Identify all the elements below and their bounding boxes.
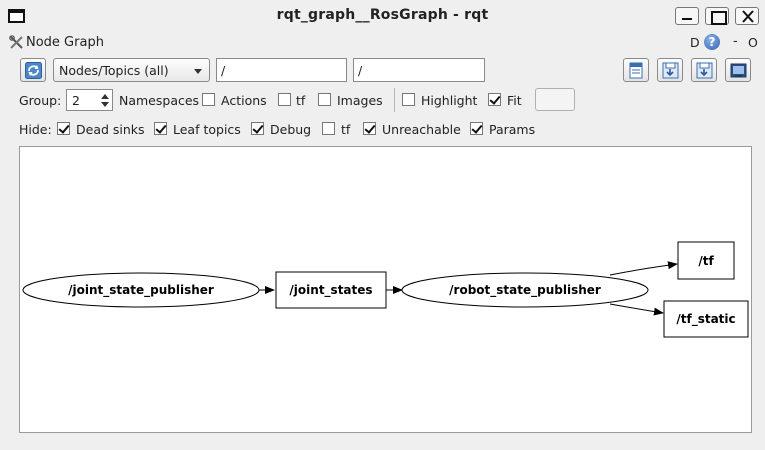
refresh-button[interactable] <box>20 58 46 82</box>
edge-rsp-to-tf-static <box>609 303 664 316</box>
group-label: Group: <box>19 93 62 108</box>
fit-label: Fit <box>507 93 522 108</box>
svg-text:/robot_state_publisher: /robot_state_publisher <box>449 283 601 298</box>
close-icon <box>742 10 754 23</box>
group-value: 2 <box>72 93 80 108</box>
spin-down-icon[interactable] <box>101 102 109 107</box>
images-label: Images <box>337 93 383 108</box>
maximize-button[interactable] <box>705 7 729 25</box>
actions-checkbox[interactable] <box>202 93 215 106</box>
refresh-icon <box>25 62 42 79</box>
window-titlebar[interactable]: rqt_graph__RosGraph - rqt <box>0 0 765 32</box>
params-label: Params <box>489 122 536 137</box>
dead-sinks-checkbox[interactable] <box>57 122 70 135</box>
images-checkbox[interactable] <box>318 93 331 106</box>
leaf-topics-label: Leaf topics <box>173 122 241 137</box>
save-svg-button[interactable] <box>691 58 717 82</box>
display-mode-select[interactable]: Nodes/Topics (all) <box>53 58 210 82</box>
filter-exclude-input[interactable] <box>353 58 485 82</box>
fit-checkbox[interactable] <box>488 93 501 106</box>
namespaces-label: Namespaces <box>119 93 200 108</box>
highlight-label: Highlight <box>421 93 478 108</box>
display-mode-value: Nodes/Topics (all) <box>59 63 169 78</box>
svg-text:/joint_state_publisher: /joint_state_publisher <box>68 283 214 298</box>
save-dot-icon <box>662 62 679 79</box>
minimize-plugin-button[interactable]: - <box>733 34 738 49</box>
params-checkbox[interactable] <box>470 122 483 135</box>
fit-in-view-button[interactable] <box>535 88 575 111</box>
plugin-title: Node Graph <box>26 35 104 50</box>
options-button[interactable]: O <box>748 35 758 50</box>
graph-canvas[interactable]: /joint_state_publisher /joint_states /ro… <box>19 146 752 433</box>
group-tf-label: tf <box>296 93 306 108</box>
load-dot-button[interactable] <box>623 58 649 82</box>
save-dot-button[interactable] <box>657 58 683 82</box>
filter-include-input[interactable] <box>216 58 347 82</box>
svg-text:/tf: /tf <box>698 254 714 268</box>
open-file-icon <box>629 62 643 79</box>
hide-label: Hide: <box>19 122 52 137</box>
save-svg-icon <box>696 62 713 79</box>
group-tf-checkbox[interactable] <box>278 93 291 106</box>
help-button[interactable]: ? <box>704 34 720 50</box>
graph-svg: /joint_state_publisher /joint_states /ro… <box>22 241 749 338</box>
save-image-button[interactable] <box>725 58 751 82</box>
close-button[interactable] <box>735 7 759 25</box>
hide-tf-label: tf <box>341 122 351 137</box>
debug-label: Debug <box>270 122 312 137</box>
unreachable-label: Unreachable <box>382 122 461 137</box>
group-spinbox[interactable]: 2 <box>66 89 113 111</box>
minimize-button[interactable] <box>675 7 699 25</box>
edge-rsp-to-tf <box>609 261 678 276</box>
tools-icon <box>9 35 23 49</box>
leaf-topics-checkbox[interactable] <box>154 122 167 135</box>
image-icon <box>730 63 747 78</box>
window-icon <box>8 9 25 23</box>
svg-text:/joint_states: /joint_states <box>289 283 372 298</box>
graph-node-robot-state-publisher[interactable]: /robot_state_publisher <box>401 272 649 308</box>
graph-topic-tf-static[interactable]: /tf_static <box>663 300 749 338</box>
hide-tf-checkbox[interactable] <box>322 122 335 135</box>
dock-button[interactable]: D <box>690 35 700 50</box>
debug-checkbox[interactable] <box>251 122 264 135</box>
window-title: rqt_graph__RosGraph - rqt <box>276 7 489 23</box>
chevron-down-icon <box>194 69 202 74</box>
spin-up-icon[interactable] <box>101 94 109 99</box>
plugin-header: Node Graph D ? - O <box>0 32 765 54</box>
graph-node-joint-state-publisher[interactable]: /joint_state_publisher <box>22 272 260 308</box>
graph-topic-tf[interactable]: /tf <box>677 241 735 280</box>
svg-text:/tf_static: /tf_static <box>676 312 735 327</box>
unreachable-checkbox[interactable] <box>363 122 376 135</box>
graph-topic-joint-states[interactable]: /joint_states <box>275 271 387 309</box>
separator <box>394 88 395 112</box>
highlight-checkbox[interactable] <box>402 93 415 106</box>
dead-sinks-label: Dead sinks <box>76 122 145 137</box>
actions-label: Actions <box>221 93 267 108</box>
